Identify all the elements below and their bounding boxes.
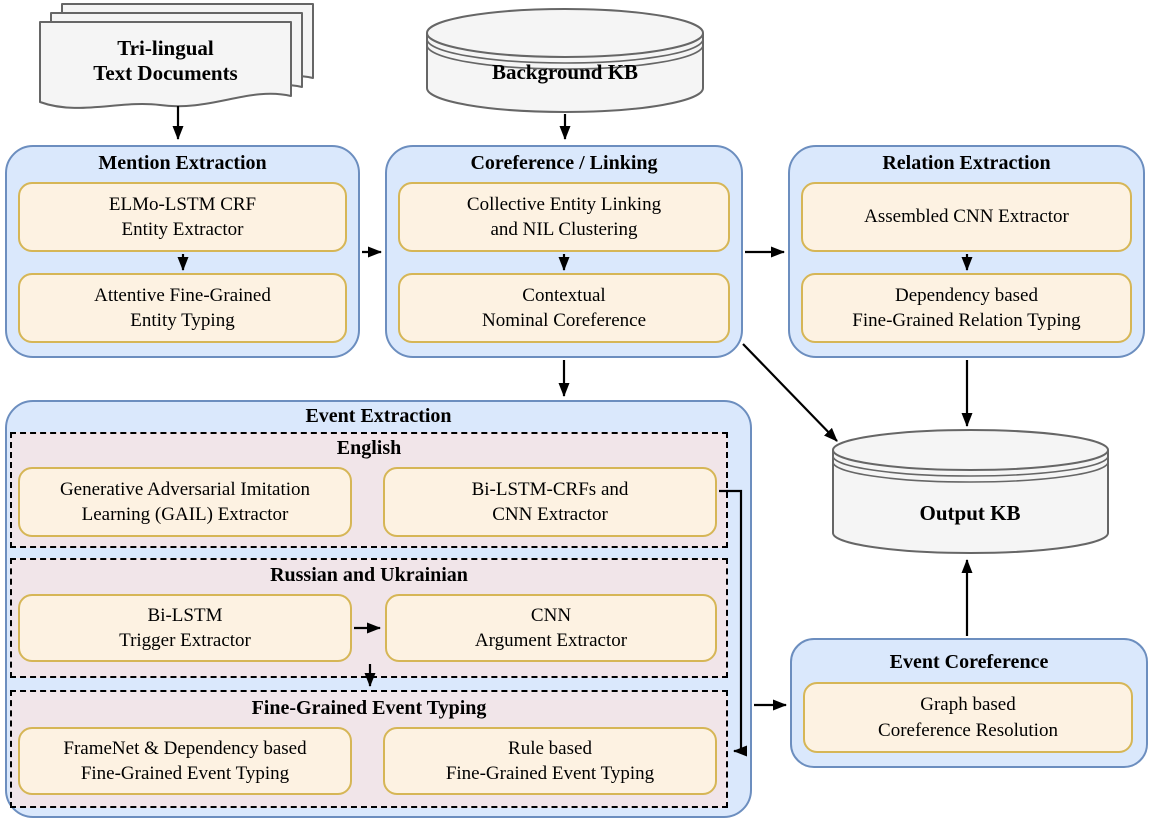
event-coreference-title: Event Coreference bbox=[889, 650, 1049, 673]
gail-extractor-panel: Generative Adversarial Imitation Learnin… bbox=[18, 467, 352, 537]
graph-coreference-resolution-panel: Graph based Coreference Resolution bbox=[803, 682, 1133, 753]
english-section-title: English bbox=[336, 436, 402, 459]
fine-grained-typing-section-title: Fine-Grained Event Typing bbox=[251, 696, 487, 719]
assembled-cnn-extractor-panel: Assembled CNN Extractor bbox=[801, 182, 1132, 252]
arrow-coreference-to-outputkb bbox=[742, 343, 838, 442]
relation-extraction-title: Relation Extraction bbox=[882, 151, 1051, 174]
bilstm-crfs-cnn-extractor-panel: Bi-LSTM-CRFs and CNN Extractor bbox=[383, 467, 717, 537]
elmo-lstm-crf-panel: ELMo-LSTM CRF Entity Extractor bbox=[18, 182, 347, 252]
contextual-nominal-coreference-panel: Contextual Nominal Coreference bbox=[398, 273, 730, 343]
framenet-dependency-typing-panel: FrameNet & Dependency based Fine-Grained… bbox=[18, 727, 352, 795]
dependency-relation-typing-panel: Dependency based Fine-Grained Relation T… bbox=[801, 273, 1132, 343]
event-extraction-title: Event Extraction bbox=[305, 404, 452, 427]
collective-entity-linking-panel: Collective Entity Linking and NIL Cluste… bbox=[398, 182, 730, 252]
russian-ukrainian-section-title: Russian and Ukrainian bbox=[270, 563, 468, 586]
cnn-argument-extractor-panel: CNN Argument Extractor bbox=[385, 594, 717, 662]
output-kb-label: Output KB bbox=[919, 500, 1021, 525]
rule-based-typing-panel: Rule based Fine-Grained Event Typing bbox=[383, 727, 717, 795]
attentive-fine-grained-typing-panel: Attentive Fine-Grained Entity Typing bbox=[18, 273, 347, 343]
bilstm-trigger-extractor-panel: Bi-LSTM Trigger Extractor bbox=[18, 594, 352, 662]
coreference-linking-title: Coreference / Linking bbox=[470, 151, 658, 174]
documents-label: Tri-lingual Text Documents bbox=[93, 36, 238, 85]
background-kb-label: Background KB bbox=[491, 59, 639, 84]
mention-extraction-title: Mention Extraction bbox=[98, 151, 267, 174]
output-kb-cylinder-icon bbox=[832, 429, 1109, 554]
